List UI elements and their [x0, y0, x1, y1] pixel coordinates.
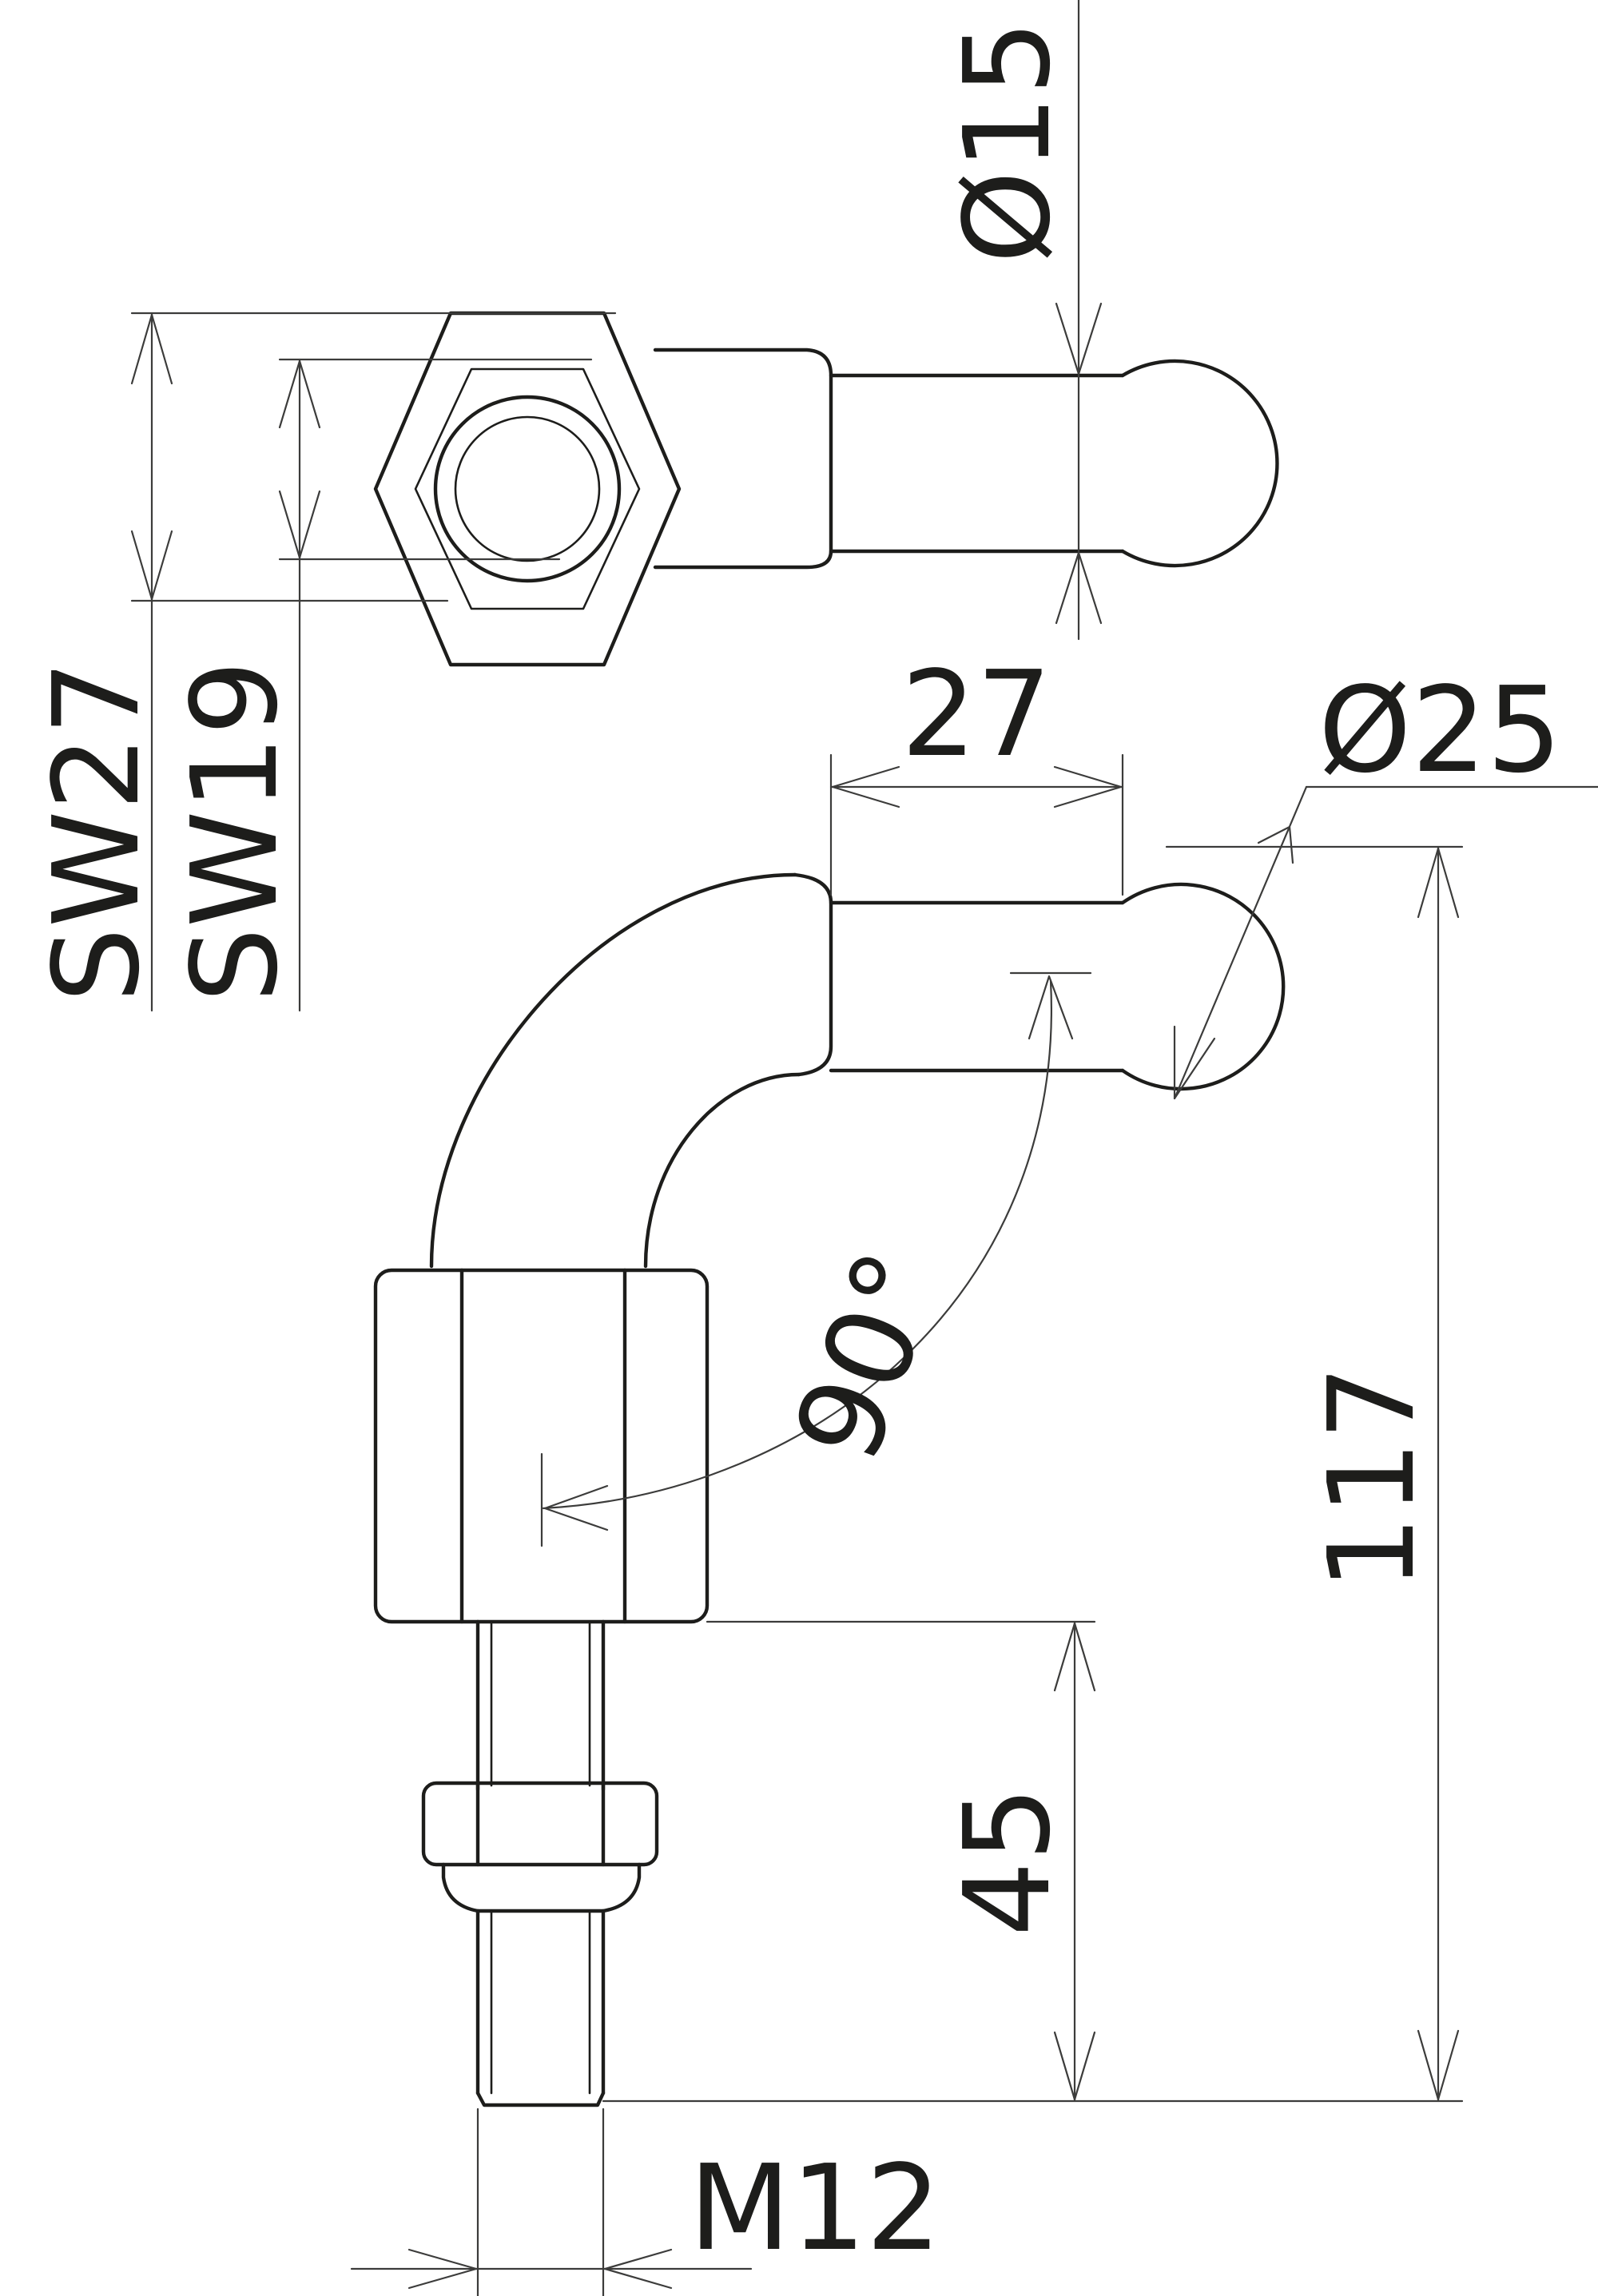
dim-117-label: 117	[1303, 1365, 1441, 1591]
dim-sw27-arrow-bottom	[130, 530, 173, 601]
ball-head	[1120, 882, 1286, 1091]
top-shaft-body	[653, 348, 833, 570]
elbow-collar	[793, 872, 833, 1077]
dim-o15-arrow-top	[1055, 302, 1103, 375]
dim-angle-label: 90°	[768, 1234, 968, 1478]
dim-sw27-label: SW27	[28, 660, 165, 1003]
stud-tip	[475, 2091, 606, 2107]
top-view: Ø15 SW27 SW19	[28, 0, 1279, 1012]
stud-lower-thread	[490, 1909, 591, 2095]
dim-o15-arrow-bottom	[1055, 551, 1103, 625]
dim-45-arrow-top	[1053, 1622, 1096, 1692]
stud-upper	[475, 1619, 606, 1792]
top-ball-neck	[829, 373, 1125, 554]
dim-117-arrow-top	[1417, 847, 1460, 919]
dim-m12-label: M12	[689, 2139, 941, 2277]
dim-o25-label: Ø25	[1318, 661, 1562, 799]
dim-sw19-label: SW19	[166, 660, 304, 1003]
elbow-outer-arc	[429, 872, 797, 1269]
dim-m12-arrow-left	[407, 2248, 478, 2290]
dim-117-arrow-bottom	[1417, 2029, 1460, 2101]
dim-angle-arc	[542, 979, 1053, 1510]
stud-lower	[475, 1909, 606, 2095]
dim-27-arrow-right	[1053, 765, 1123, 808]
dim-o15-label: Ø15	[939, 20, 1076, 264]
dim-27-label: 27	[901, 646, 1051, 783]
top-nut-bore-inner	[454, 415, 601, 562]
top-hex-nut-sw27	[373, 311, 682, 667]
lock-nut	[421, 1781, 659, 1867]
dim-sw27-arrow-top	[130, 313, 173, 385]
dim-o25-arrow-low	[1173, 1025, 1216, 1100]
dim-o25-line	[1173, 785, 1308, 1100]
dim-45-label: 45	[939, 1786, 1076, 1937]
elbow-inner-arc	[643, 1072, 801, 1269]
dim-angle-arrow-top	[1028, 975, 1074, 1040]
dim-sw19-arrow-top	[278, 359, 321, 429]
dim-o25-arrow-high	[1257, 825, 1294, 864]
front-view: 27 Ø25 90° 117 45 M12	[350, 646, 1598, 2296]
top-hex-nut-sw19	[414, 367, 641, 610]
ball-neck	[829, 900, 1125, 1073]
lock-nut-washer	[441, 1862, 642, 1913]
hex-body	[373, 1268, 710, 1624]
top-nut-bore-outer	[433, 395, 622, 583]
dim-45-arrow-bottom	[1053, 2031, 1096, 2101]
dim-sw19-arrow-bottom	[278, 490, 321, 559]
stud-upper-thread	[490, 1620, 591, 1787]
dim-27-arrow-left	[831, 765, 900, 808]
dim-m12-arrow-right	[603, 2248, 673, 2290]
top-ball	[1120, 359, 1279, 568]
dim-angle-arrow-left	[543, 1484, 609, 1531]
